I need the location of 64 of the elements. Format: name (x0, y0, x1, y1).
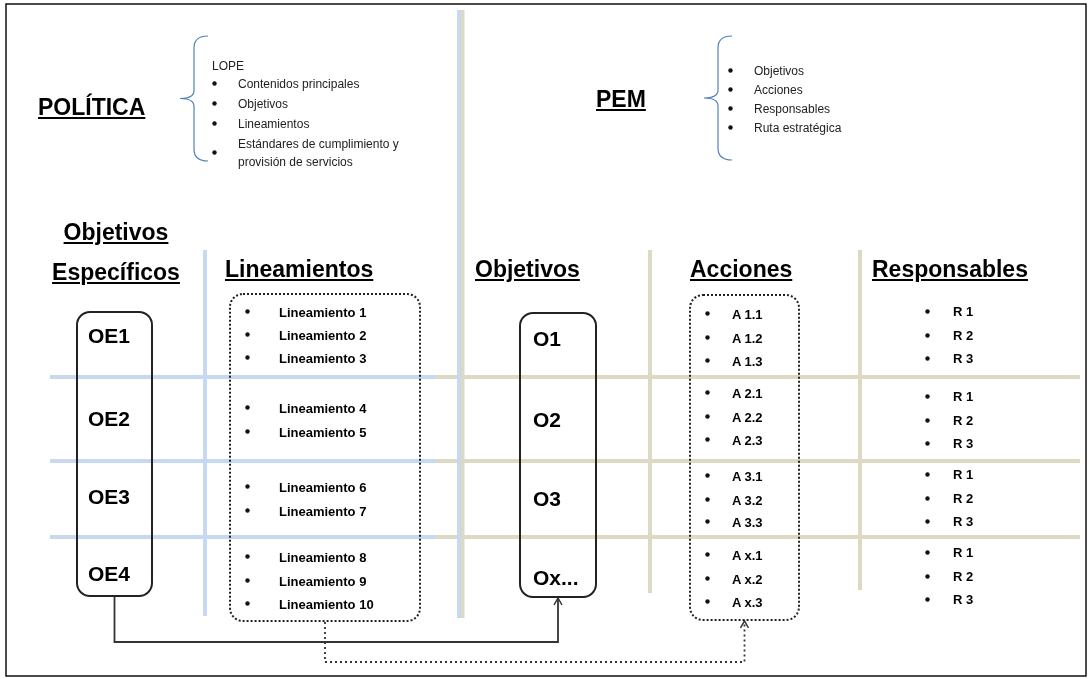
box-label: O2 (533, 406, 561, 433)
box-label: OE3 (88, 483, 131, 510)
list-item: R 3 (953, 436, 974, 451)
list-item: R 1 (953, 467, 974, 482)
list-item: A 3.3 (732, 514, 763, 530)
list-item: Lineamiento 10 (279, 596, 374, 612)
list-item: Estándares de cumplimiento y provisión de servicios (238, 137, 399, 169)
list-item: A 1.3 (732, 353, 763, 369)
list-item: Lineamiento 7 (279, 503, 367, 519)
list-item: A x.3 (732, 594, 763, 610)
objective-column-box (76, 311, 153, 597)
box-label: OE2 (88, 405, 131, 432)
connector-arrow (113, 596, 563, 643)
list-item: Lineamiento 1 (279, 304, 367, 320)
list-item: Objetivos (754, 64, 805, 78)
list-item: R 3 (953, 514, 974, 529)
list-item: Lineamiento 6 (279, 479, 367, 495)
list-item: Lineamiento 4 (279, 400, 367, 416)
column-heading: Objetivos Específicos (51, 218, 181, 287)
list-item: A 2.2 (732, 409, 763, 425)
list-item: A x.1 (732, 547, 763, 563)
list-item: A 1.2 (732, 330, 763, 346)
column-heading: Lineamientos (225, 255, 374, 284)
list-item: R 3 (953, 592, 974, 607)
box-label: OE4 (88, 560, 131, 587)
list-item: R 2 (953, 569, 974, 584)
list-item: A 3.1 (732, 468, 763, 484)
column-heading: Responsables (872, 255, 1028, 284)
list-item: R 2 (953, 491, 974, 506)
guideline-list-box (229, 293, 421, 622)
list-item: R 2 (953, 328, 974, 343)
list-item: Lineamientos (238, 117, 310, 131)
list-item: Lineamiento 2 (279, 327, 367, 343)
list-item: R 2 (953, 413, 974, 428)
list-item: Lineamiento 9 (279, 573, 367, 589)
heading: POLÍTICA (38, 92, 146, 122)
objective-column-box (519, 312, 597, 598)
list-item: Contenidos principales (238, 77, 360, 91)
box-label: OE1 (88, 322, 131, 349)
box-label: O3 (533, 485, 561, 512)
list-item: Lineamiento 8 (279, 549, 367, 565)
text-line: LOPE (212, 58, 244, 75)
list-item: A 3.2 (732, 492, 763, 508)
action-list-box (689, 294, 800, 621)
list-item: A 2.1 (732, 385, 763, 401)
list-item: Responsables (754, 102, 831, 116)
list-item: Acciones (754, 83, 803, 97)
list-item: R 1 (953, 304, 974, 319)
list-item: A 1.1 (732, 306, 763, 322)
list-item: R 1 (953, 545, 974, 560)
column-heading: Objetivos (475, 255, 580, 284)
list-item: A x.2 (732, 571, 763, 587)
box-label: Ox... (533, 564, 579, 591)
list-item: Lineamiento 3 (279, 350, 367, 366)
column-heading: Acciones (690, 255, 793, 284)
connector-arrow (324, 620, 750, 663)
heading: PEM (596, 85, 646, 114)
list-item: Objetivos (238, 97, 289, 111)
list-item: Ruta estratégica (754, 121, 842, 135)
list-item: R 3 (953, 351, 974, 366)
list-item: R 1 (953, 389, 974, 404)
list-item: Lineamiento 5 (279, 424, 367, 440)
box-label: O1 (533, 325, 561, 352)
list-item: A 2.3 (732, 432, 763, 448)
